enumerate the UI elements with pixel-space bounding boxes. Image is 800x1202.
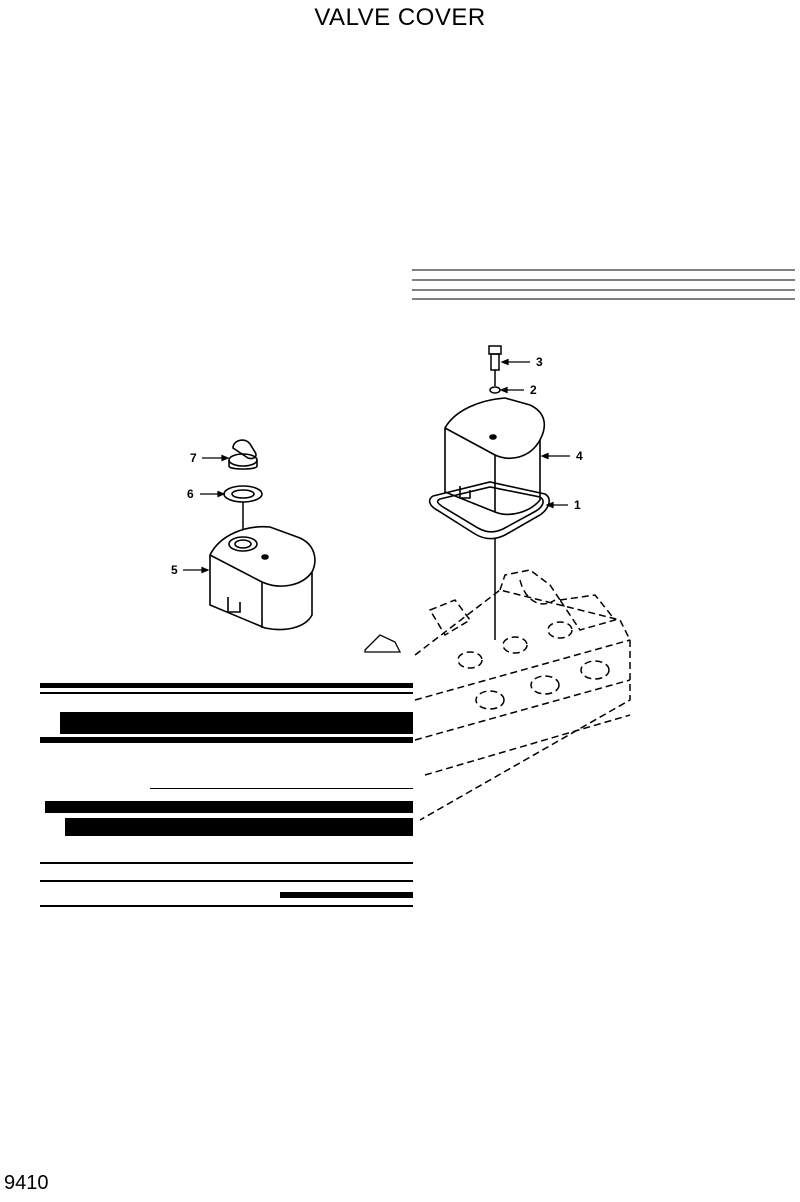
callout-part-1: 1	[574, 498, 581, 512]
scan-artifact-bars-left	[40, 683, 413, 907]
page-title: VALVE COVER	[314, 4, 486, 31]
valve-cover-left-icon	[209, 525, 316, 631]
leader-lines	[183, 358, 570, 574]
callout-part-6: 6	[187, 487, 194, 501]
gasket-icon	[428, 481, 550, 540]
callout-part-3: 3	[536, 355, 543, 369]
callout-part-4: 4	[576, 449, 583, 463]
callout-part-7: 7	[190, 451, 197, 465]
washer-icon	[489, 386, 501, 394]
cylinder-head-icon	[414, 569, 631, 821]
oil-filler-cap-icon	[228, 439, 258, 470]
bolt-icon	[488, 345, 502, 376]
scan-artifact-lines-top	[412, 269, 795, 300]
callout-part-5: 5	[171, 563, 178, 577]
page-number: 9410	[4, 1172, 49, 1194]
o-ring-icon	[223, 485, 263, 503]
bracket-fragment	[364, 634, 402, 653]
callout-part-2: 2	[530, 383, 537, 397]
valve-cover-icon	[444, 397, 546, 516]
